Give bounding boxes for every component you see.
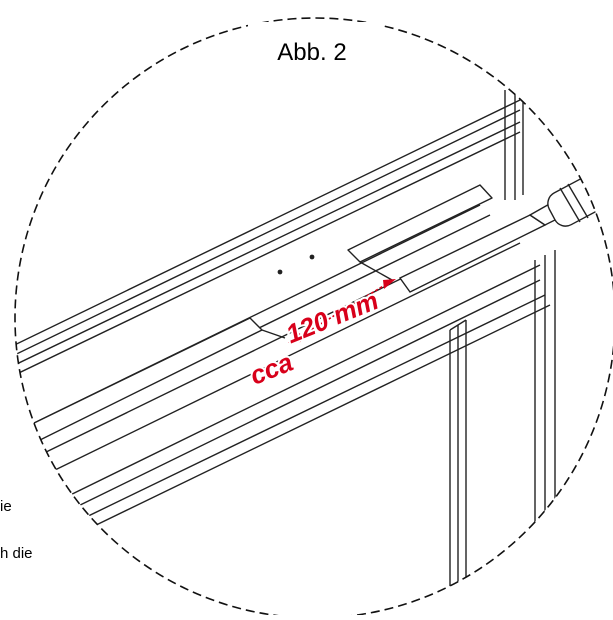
measurement-prefix: cca <box>246 347 297 391</box>
side-text-fragment: ie <box>0 498 12 515</box>
figure-caption: Abb. 2 <box>277 39 346 66</box>
frame-drawing <box>15 90 613 615</box>
measurement-arrow <box>288 279 396 343</box>
caption-box <box>248 22 382 72</box>
side-text-fragment: h die <box>0 545 33 562</box>
magnifier-circle <box>14 17 613 619</box>
screw-hole <box>277 269 283 275</box>
screw-hole <box>309 254 315 260</box>
